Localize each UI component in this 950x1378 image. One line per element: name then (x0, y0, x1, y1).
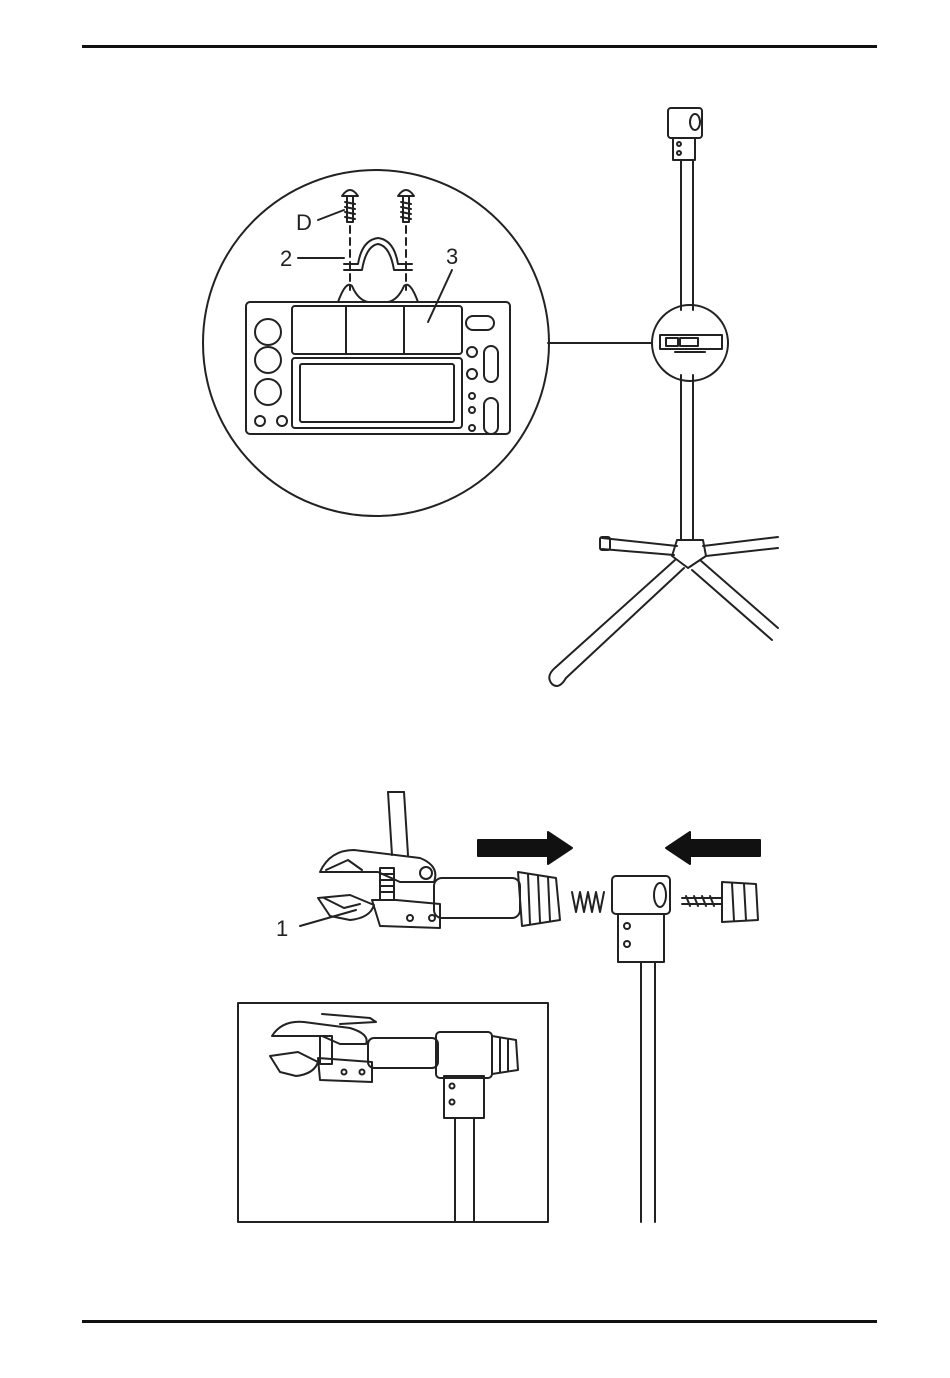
callout-3: 3 (446, 244, 458, 269)
stand-top-joint (668, 108, 702, 138)
spring (572, 892, 604, 912)
callout-d: D (296, 210, 312, 235)
stand-top-clamp (673, 138, 695, 160)
stand-figure (548, 108, 778, 686)
bolt-knob (722, 882, 758, 922)
mast-collar (618, 914, 664, 962)
tool-tray (246, 302, 510, 434)
arrow-right (478, 832, 572, 864)
callout-1: 1 (276, 916, 288, 941)
detail-marker-circle (652, 305, 728, 381)
arrow-left (666, 832, 760, 864)
stand-leg-left (556, 560, 675, 667)
screw-right (398, 190, 414, 222)
pipe-clamp (344, 238, 412, 264)
callout-2: 2 (280, 246, 292, 271)
mast-connector (612, 876, 670, 914)
assembled-inset (238, 1003, 548, 1222)
tray-detail-view (203, 170, 549, 516)
detail-circle (203, 170, 549, 516)
stand-base-hub (672, 540, 706, 568)
screw-left (342, 190, 358, 222)
stand-leg-right (700, 560, 778, 628)
arm-tube (434, 878, 520, 918)
assembly-figure (300, 792, 760, 1222)
